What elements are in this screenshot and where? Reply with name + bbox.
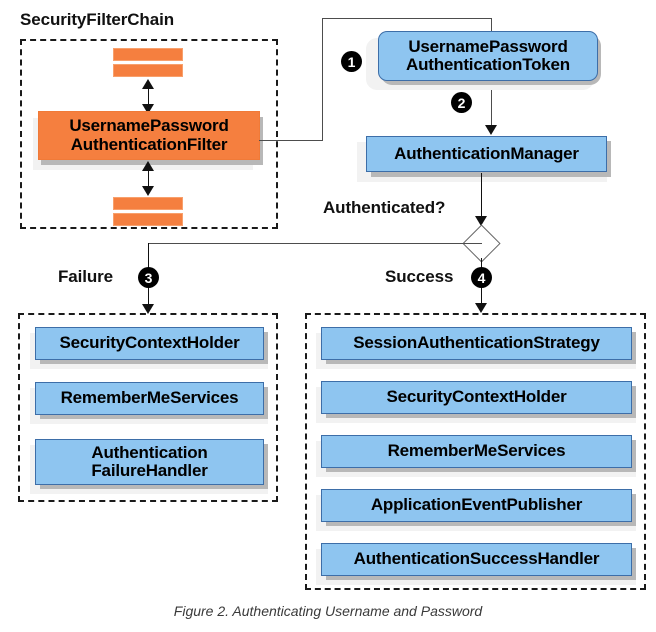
- node-success-session-authentication-strategy[interactable]: SessionAuthenticationStrategy: [321, 327, 632, 360]
- filter-arrow-top-head-down: [142, 104, 154, 114]
- filter-bar-top-1: [113, 48, 183, 61]
- filter-bar-top-2: [113, 64, 183, 77]
- node-label: AuthenticationSuccessHandler: [353, 549, 600, 569]
- connector-filter-to-token-h2: [322, 18, 492, 19]
- filter-arrow-top-head-up: [142, 79, 154, 89]
- node-success-remember-me-services[interactable]: RememberMeServices: [321, 435, 632, 468]
- connector-filter-to-token-h1: [259, 140, 323, 141]
- badge-1: 1: [341, 51, 362, 72]
- node-label: RememberMeServices: [387, 441, 566, 461]
- figure-caption: Figure 2. Authenticating Username and Pa…: [173, 603, 483, 619]
- failure-label: Failure: [58, 267, 114, 286]
- connector-filter-to-token-v1: [322, 18, 323, 141]
- failure-branch-group: [18, 313, 278, 502]
- node-label: SecurityContextHolder: [386, 387, 567, 407]
- connector-success-arrowhead: [475, 303, 487, 313]
- node-label: SessionAuthenticationStrategy: [353, 333, 600, 353]
- node-label: UsernamePassword AuthenticationFilter: [69, 116, 229, 154]
- filter-arrow-bottom-line: [148, 166, 149, 192]
- success-label: Success: [385, 267, 454, 286]
- filter-arrow-top-line: [148, 84, 149, 110]
- badge-2: 2: [451, 92, 472, 113]
- badge-4: 4: [471, 267, 492, 288]
- security-filter-chain-group: [20, 39, 278, 229]
- filter-bar-bottom-2: [113, 213, 183, 226]
- success-branch-group: [305, 313, 646, 590]
- connector-token-to-manager-arrowhead: [485, 125, 497, 135]
- node-username-password-authentication-filter[interactable]: UsernamePassword AuthenticationFilter: [38, 111, 260, 160]
- connector-manager-to-decision-arrowhead: [475, 216, 487, 226]
- node-label: RememberMeServices: [60, 388, 239, 408]
- node-label: Authentication FailureHandler: [91, 442, 208, 480]
- node-authentication-manager[interactable]: AuthenticationManager: [366, 136, 607, 172]
- badge-3: 3: [138, 267, 159, 288]
- node-label: SecurityContextHolder: [59, 333, 240, 353]
- node-username-password-authentication-token[interactable]: UsernamePassword AuthenticationToken: [378, 31, 598, 81]
- filter-arrow-bottom-head-up: [142, 161, 154, 171]
- security-filter-chain-title: SecurityFilterChain: [20, 10, 174, 29]
- filter-bar-bottom-1: [113, 197, 183, 210]
- connector-failure-arrowhead: [142, 304, 154, 314]
- filter-arrow-bottom-head-down: [142, 186, 154, 196]
- node-success-authentication-success-handler[interactable]: AuthenticationSuccessHandler: [321, 543, 632, 576]
- node-label: ApplicationEventPublisher: [370, 495, 583, 515]
- decision-label: Authenticated?: [323, 198, 446, 217]
- node-failure-remember-me-services[interactable]: RememberMeServices: [35, 382, 264, 415]
- node-label: AuthenticationManager: [394, 143, 579, 163]
- node-success-security-context-holder[interactable]: SecurityContextHolder: [321, 381, 632, 414]
- node-label: UsernamePassword AuthenticationToken: [406, 36, 570, 74]
- node-failure-authentication-failure-handler[interactable]: Authentication FailureHandler: [35, 439, 264, 485]
- connector-decision-to-failure-h: [148, 243, 482, 244]
- connector-manager-to-decision: [481, 173, 482, 220]
- node-success-application-event-publisher[interactable]: ApplicationEventPublisher: [321, 489, 632, 522]
- node-failure-security-context-holder[interactable]: SecurityContextHolder: [35, 327, 264, 360]
